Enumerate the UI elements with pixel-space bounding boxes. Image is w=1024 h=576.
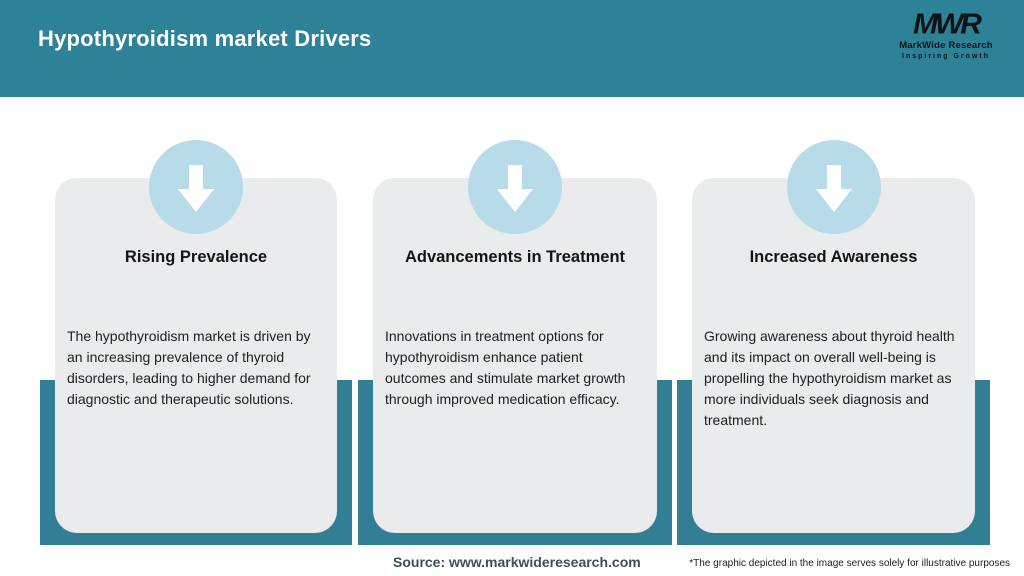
down-arrow-icon [468,140,562,234]
driver-card-rising-prevalence: Rising Prevalence The hypothyroidism mar… [40,140,352,545]
markwide-research-logo: MWR MarkWide Research Inspiring Growth [886,8,1006,60]
down-arrow-icon [786,140,881,234]
card-background [55,178,337,533]
header-bar: Hypothyroidism market Drivers MWR MarkWi… [0,0,1024,97]
driver-card-advancements-in-treatment: Advancements in Treatment Innovations in… [358,140,672,545]
driver-card-increased-awareness: Increased Awareness Growing awareness ab… [677,140,990,545]
card-background [373,178,657,533]
card-title: Rising Prevalence [124,248,268,266]
card-title: Increased Awareness [749,248,918,266]
page-title: Hypothyroidism market Drivers [38,26,372,51]
logo-name: MarkWide Research [899,40,993,51]
source-text: Source: www.markwideresearch.com [393,554,641,570]
card-body-text: Growing awareness about thyroid health a… [704,328,955,428]
logo-monogram: MWR [913,8,982,41]
disclaimer-text: *The graphic depicted in the image serve… [689,558,1010,569]
card-title: Advancements in Treatment [404,248,626,266]
card-body-text: Innovations in treatment options for hyp… [385,328,626,407]
logo-tagline: Inspiring Growth [902,52,990,60]
card-background [692,178,975,533]
card-body-text: The hypothyroidism market is driven by a… [67,328,311,407]
down-arrow-icon [149,140,243,234]
